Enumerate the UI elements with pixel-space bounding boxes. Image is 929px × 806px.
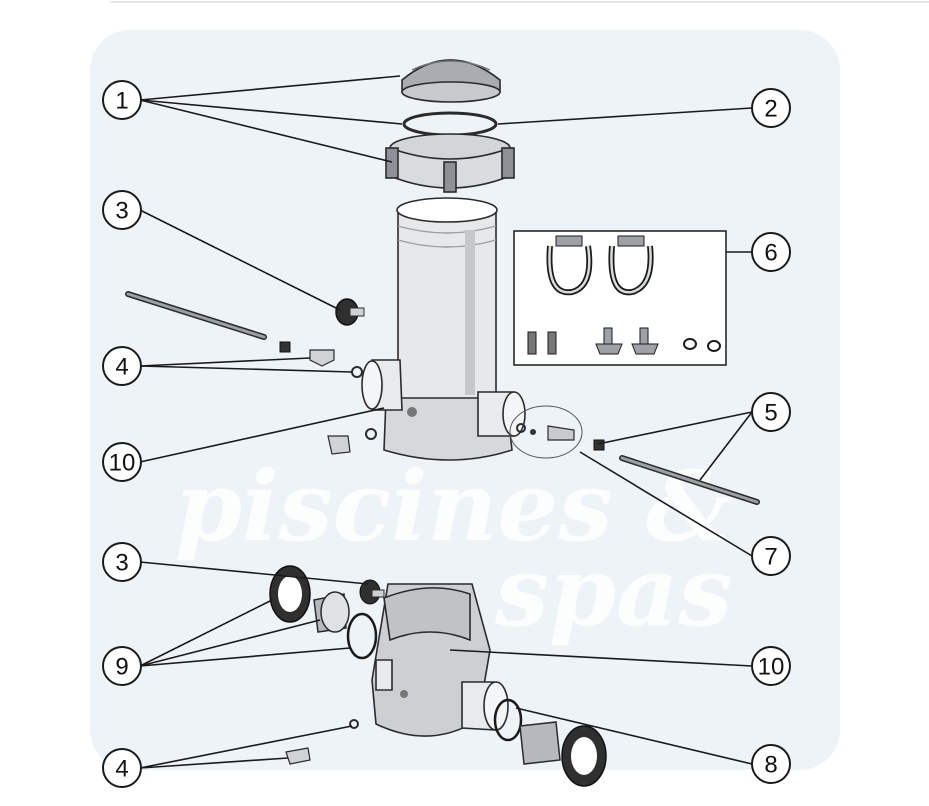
callout-7: 7 <box>751 536 791 576</box>
callout-4-lower: 4 <box>102 748 142 788</box>
part-fittings-4-lower <box>285 719 359 765</box>
callout-9-label: 9 <box>115 654 128 681</box>
callout-2-label: 2 <box>764 96 777 123</box>
callout-5-label: 5 <box>764 400 777 427</box>
callout-3-lower-label: 3 <box>115 550 128 577</box>
part-knob-top <box>335 298 365 326</box>
part-fittings-base-left <box>327 428 377 455</box>
callout-5: 5 <box>751 392 791 432</box>
callout-4-lower-label: 4 <box>115 756 128 783</box>
callout-7-label: 7 <box>764 544 777 571</box>
part-fittings-7 <box>509 405 605 459</box>
callout-9: 9 <box>102 646 142 686</box>
callout-2: 2 <box>751 88 791 128</box>
callout-6-label: 6 <box>764 240 777 267</box>
callout-10-upper: 10 <box>102 442 142 482</box>
watermark-line-1: piscines & <box>175 450 733 563</box>
callout-3-upper-label: 3 <box>115 198 128 225</box>
callout-1-label: 1 <box>115 88 128 115</box>
part-knob-lower <box>359 579 385 605</box>
callout-10-upper-label: 10 <box>109 450 136 477</box>
part-union-right <box>493 698 607 787</box>
callout-6: 6 <box>751 232 791 272</box>
callout-8-label: 8 <box>764 752 777 779</box>
callout-4-upper: 4 <box>102 346 142 386</box>
leader-lines <box>139 75 753 769</box>
callout-10-lower-label: 10 <box>758 654 785 681</box>
part-lid <box>401 59 501 103</box>
part-kit-box <box>513 230 727 366</box>
callout-3-lower: 3 <box>102 542 142 582</box>
part-lock-ring <box>385 133 515 193</box>
callout-3-upper: 3 <box>102 190 142 230</box>
part-union-left <box>269 565 378 660</box>
watermark-line-2: spas <box>494 535 732 648</box>
callout-8: 8 <box>751 744 791 784</box>
part-base-lower <box>371 583 509 737</box>
callout-4-upper-label: 4 <box>115 354 128 381</box>
callout-10-lower: 10 <box>751 646 791 686</box>
callout-1: 1 <box>102 80 142 120</box>
part-base-upper <box>361 359 526 461</box>
part-canister <box>396 197 498 411</box>
